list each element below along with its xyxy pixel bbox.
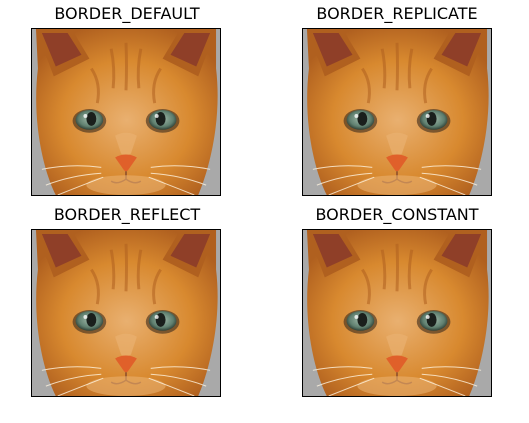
panel-title-border-reflect: BORDER_REFLECT [53,205,201,224]
kitten-photo [303,29,491,195]
kitten-photo [32,230,220,396]
image-frame-border-constant [302,229,492,397]
panel-title-border-replicate: BORDER_REPLICATE [316,4,478,23]
panel-title-border-default: BORDER_DEFAULT [54,4,200,23]
image-frame-border-replicate [302,28,492,196]
image-frame-border-default [31,28,221,196]
kitten-photo [303,230,491,396]
kitten-photo [32,29,220,195]
panel-title-border-constant: BORDER_CONSTANT [315,205,479,224]
image-frame-border-reflect [31,229,221,397]
